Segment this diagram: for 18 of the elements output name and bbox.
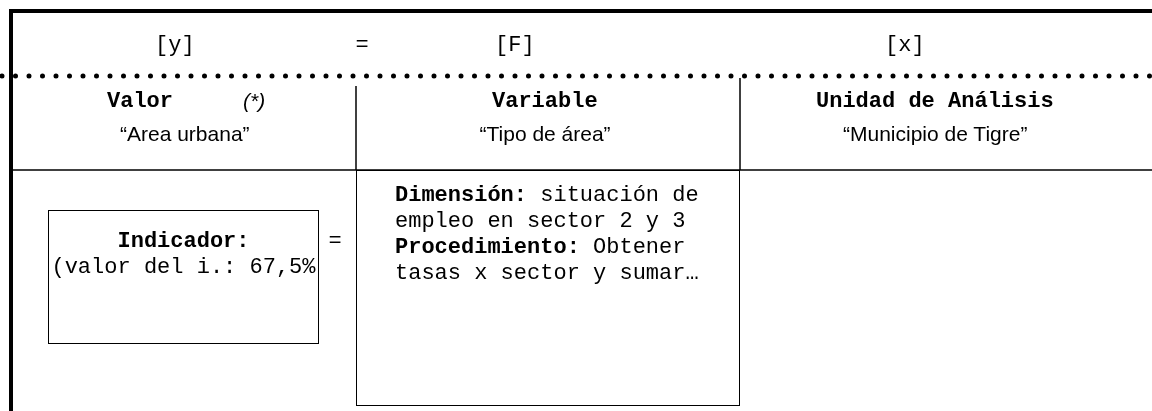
indicator-box bbox=[48, 210, 319, 344]
footnote-mark: (*) bbox=[243, 89, 266, 113]
column-heading: Variable bbox=[492, 88, 598, 114]
example-value: “Municipio de Tigre” bbox=[843, 122, 1028, 146]
dimension-box bbox=[356, 170, 740, 406]
equals-sign: = bbox=[355, 32, 369, 58]
node-text: Dimensión: situación de empleo en sector 2 y 3 bbox=[395, 183, 700, 235]
equals-sign: = bbox=[328, 228, 342, 254]
node-text: Procedimiento: Obtener tasas x sector y sumar… bbox=[395, 235, 700, 287]
formula-term: [x] bbox=[885, 32, 925, 58]
column-heading: Valor bbox=[107, 88, 173, 114]
example-value: “Tipo de área” bbox=[479, 122, 611, 146]
formula-term: [y] bbox=[155, 32, 195, 58]
node-text: (valor del i.: 67,5% bbox=[51, 255, 316, 281]
formula-term: [F] bbox=[495, 32, 535, 58]
node-text: Indicador: bbox=[116, 229, 251, 255]
example-value: “Area urbana” bbox=[120, 122, 250, 146]
column-heading: Unidad de Análisis bbox=[816, 88, 1054, 114]
